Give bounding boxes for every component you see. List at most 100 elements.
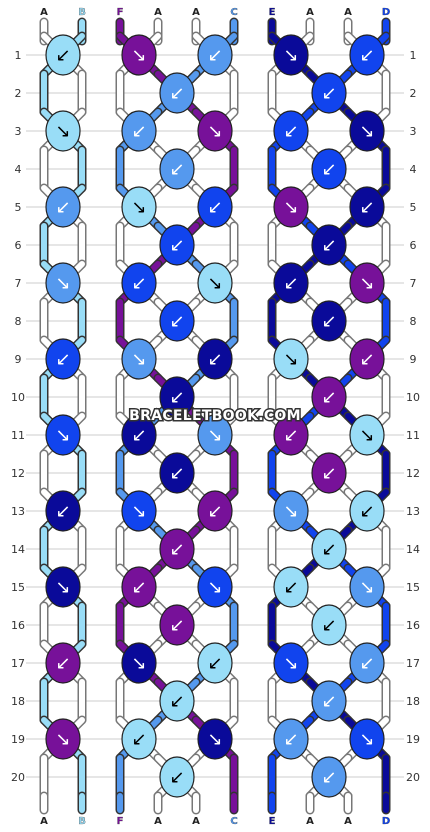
knot-shape [121,414,157,456]
knot: ↙ [121,262,157,304]
strand-label-top: A [154,7,162,18]
row-number-right: 18 [406,695,420,708]
knot-direction-arrow: ↙ [283,577,298,598]
knot-shape [349,642,385,684]
knot: ↘ [121,186,157,228]
knot-direction-arrow: ↙ [169,615,184,636]
knot-direction-arrow: ↙ [321,767,336,788]
knot-direction-arrow: ↙ [207,349,222,370]
knot-direction-arrow: ↙ [321,615,336,636]
knot-shape [197,110,233,152]
row-number-right: 10 [406,391,420,404]
knot-direction-arrow: ↘ [55,729,70,750]
row-number-left: 9 [15,353,22,366]
knot-direction-arrow: ↙ [55,197,70,218]
knot-shape [159,376,195,418]
knot-direction-arrow: ↘ [283,349,298,370]
knot-shape [197,186,233,228]
strand-label-bottom: C [230,816,237,827]
row-number-right: 14 [406,543,420,556]
knot: ↙ [159,528,195,570]
knot-shape [311,604,347,646]
strand-label-top: B [78,7,86,18]
row-number-left: 6 [15,239,22,252]
knot: ↙ [197,490,233,532]
knot-shape [311,148,347,190]
row-number-left: 19 [11,733,25,746]
knot-shape [311,452,347,494]
knot: ↘ [273,490,309,532]
strand-label-bottom: A [154,816,162,827]
row-number-right: 16 [406,619,420,632]
knot-direction-arrow: ↙ [321,691,336,712]
knot-shape [273,642,309,684]
knot-direction-arrow: ↙ [169,767,184,788]
knot: ↙ [45,186,81,228]
knot: ↙ [311,148,347,190]
knot: ↙ [273,566,309,608]
knot-direction-arrow: ↘ [359,729,374,750]
knot-direction-arrow: ↘ [131,45,146,66]
knot-shape [45,566,81,608]
knot-direction-arrow: ↙ [359,653,374,674]
knot-shape [349,566,385,608]
knot-direction-arrow: ↙ [321,83,336,104]
knot: ↙ [159,300,195,342]
watermark-text: BRACELETBOOK.COM [129,408,301,424]
row-number-right: 3 [410,125,417,138]
strand-label-top: A [40,7,48,18]
knot-direction-arrow: ↙ [131,273,146,294]
knot-shape [197,566,233,608]
knot-shape [311,224,347,266]
knot: ↙ [273,110,309,152]
knot: ↙ [197,338,233,380]
row-number-right: 17 [406,657,420,670]
knot: ↙ [311,756,347,798]
knot-shape [159,528,195,570]
knot: ↙ [311,300,347,342]
knot: ↘ [45,262,81,304]
knot-direction-arrow: ↙ [55,501,70,522]
knot-shape [159,680,195,722]
knot: ↙ [159,680,195,722]
knot-shape [159,756,195,798]
knot-shape [45,338,81,380]
knot: ↘ [349,262,385,304]
knot: ↙ [159,224,195,266]
knot-direction-arrow: ↘ [131,501,146,522]
knot: ↙ [273,718,309,760]
knot: ↙ [197,186,233,228]
knot: ↙ [159,604,195,646]
knot: ↘ [273,186,309,228]
knot-shape [121,186,157,228]
knot-direction-arrow: ↙ [359,45,374,66]
strand-label-bottom: B [78,816,86,827]
knot-shape [197,262,233,304]
knot-direction-arrow: ↙ [131,577,146,598]
knot-direction-arrow: ↙ [359,197,374,218]
knot-direction-arrow: ↘ [55,121,70,142]
knot: ↙ [349,642,385,684]
knot-direction-arrow: ↘ [55,425,70,446]
knot-shape [197,338,233,380]
knot-direction-arrow: ↘ [55,273,70,294]
knot-shape [273,110,309,152]
knot: ↙ [45,338,81,380]
knot: ↙ [311,224,347,266]
knot-shape [311,376,347,418]
knot-direction-arrow: ↘ [207,273,222,294]
row-number-right: 1 [410,49,417,62]
knot: ↙ [197,642,233,684]
knot-direction-arrow: ↘ [359,273,374,294]
row-number-right: 7 [410,277,417,290]
knot: ↘ [349,718,385,760]
row-number-left: 3 [15,125,22,138]
knot-direction-arrow: ↘ [55,577,70,598]
knot-direction-arrow: ↙ [55,349,70,370]
row-number-right: 6 [410,239,417,252]
strand-label-top: A [306,7,314,18]
knot-direction-arrow: ↘ [283,45,298,66]
knot-shape [273,566,309,608]
knot: ↘ [121,338,157,380]
